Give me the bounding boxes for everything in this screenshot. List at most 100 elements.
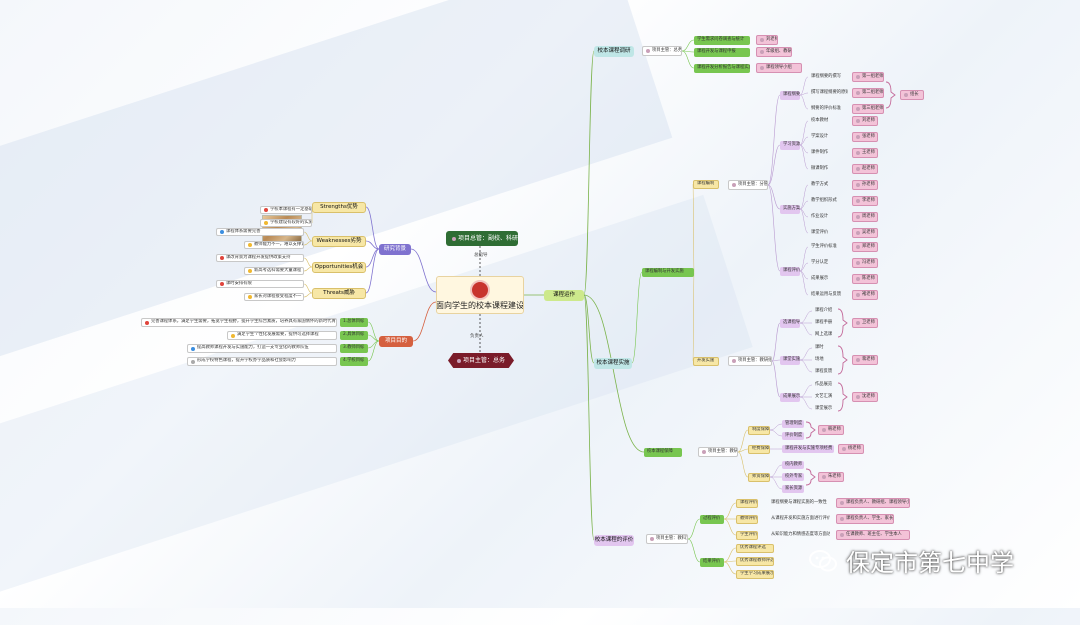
guarantee-item[interactable]: 家长资源: [782, 485, 804, 493]
bottom-manager-node[interactable]: 项目主管：总务: [448, 353, 514, 368]
section-compile-owner[interactable]: 项目主管：分管: [728, 180, 768, 190]
research-step-0[interactable]: 学生需求问卷调查与统计: [694, 36, 750, 45]
branch-implementation-node[interactable]: 校本课程实施: [594, 358, 632, 369]
right-root-node[interactable]: 课程运作: [544, 290, 584, 301]
research-background-node[interactable]: 研究背景: [379, 244, 411, 255]
process-eval-item[interactable]: 学生评价: [736, 531, 758, 540]
guarantee-item[interactable]: 课程开发与实施专项经费: [782, 445, 834, 453]
compile-person[interactable]: 张老师: [852, 132, 878, 142]
develop-item[interactable]: 课程介绍: [812, 307, 838, 315]
process-eval-desc[interactable]: 从知识能力和情感态度等方面进行评价: [768, 531, 830, 539]
develop-person[interactable]: 沈老师: [852, 392, 878, 402]
central-topic[interactable]: 面向学生的校本课程建设: [436, 276, 524, 314]
compile-person[interactable]: 孙老师: [852, 180, 878, 190]
compile-item[interactable]: 学生评价标准: [808, 243, 848, 251]
goal-detail[interactable]: 提高教师课程开发与实施能力，打造一支专业化的教师队伍: [187, 344, 337, 353]
compile-person[interactable]: 李老师: [852, 196, 878, 206]
swot-node-3[interactable]: Threats威胁: [312, 288, 366, 299]
process-eval-item[interactable]: 教师评价: [736, 515, 758, 524]
compile-person[interactable]: 第一组老师: [852, 72, 884, 82]
guarantee-person[interactable]: 朱老师: [818, 472, 844, 482]
develop-person[interactable]: 蒋老师: [852, 355, 878, 365]
compile-item[interactable]: 教学组织形式: [808, 197, 848, 205]
section-develop-node[interactable]: 开发实施: [693, 357, 719, 366]
swot-detail[interactable]: 新高考选科需要大量课程: [244, 267, 304, 275]
compile-group-0[interactable]: 课程纲要: [780, 91, 800, 100]
compile-item[interactable]: 课件制作: [808, 149, 848, 157]
compile-person[interactable]: 郑老师: [852, 242, 878, 252]
swot-detail[interactable]: 教师能力不一，难以支撑课程: [244, 241, 304, 249]
develop-item[interactable]: 课程反馈: [812, 368, 838, 376]
compile-item[interactable]: 结果运用与反馈: [808, 291, 848, 299]
swot-node-0[interactable]: Strengths优势: [312, 202, 366, 213]
compile-group-1[interactable]: 学习资源: [780, 141, 800, 150]
goal-tag-1[interactable]: 2.具体目标: [340, 331, 368, 340]
top-manager-node[interactable]: 项目总管：副校、科研: [446, 231, 518, 246]
develop-group-1[interactable]: 课堂实施: [780, 356, 800, 365]
result-eval-node[interactable]: 结果评价: [700, 558, 724, 567]
compile-person[interactable]: 周老师: [852, 212, 878, 222]
compile-person[interactable]: 冯老师: [852, 258, 878, 268]
compile-item[interactable]: 微课制作: [808, 165, 848, 173]
swot-detail[interactable]: 学校建设有较好的实施: [260, 219, 312, 227]
process-eval-desc[interactable]: 从课程开发和实施方面进行评价: [768, 515, 830, 523]
develop-item[interactable]: 课程手册: [812, 319, 838, 327]
branch-guarantee-owner[interactable]: 项目主管：教研组: [698, 447, 738, 457]
swot-detail[interactable]: 课时安排有限: [216, 280, 304, 288]
goal-tag-3[interactable]: 4.学校目标: [340, 357, 368, 366]
branch-research-node[interactable]: 校本课程调研: [594, 46, 634, 57]
result-eval-item[interactable]: 优秀课程教师评选: [736, 557, 774, 566]
process-eval-desc[interactable]: 课程纲要与课程实施的一致性: [768, 499, 830, 507]
compile-person[interactable]: 褚老师: [852, 290, 878, 300]
compile-person[interactable]: 赵老师: [852, 164, 878, 174]
compile-group-2[interactable]: 实施方案: [780, 205, 800, 214]
branch-guarantee-node[interactable]: 校本课程保障: [644, 448, 682, 457]
guarantee-item[interactable]: 校内教师: [782, 461, 804, 469]
develop-item[interactable]: 课堂展示: [812, 405, 838, 413]
research-step-1[interactable]: 课程开发与课程申报: [694, 48, 750, 57]
process-eval-people[interactable]: 任课教师、班主任、学生本人: [836, 530, 910, 540]
guarantee-section-2[interactable]: 师资保障: [748, 473, 770, 482]
swot-node-1[interactable]: Weaknesses劣势: [312, 236, 366, 247]
guarantee-item[interactable]: 校外专家: [782, 473, 804, 481]
develop-item[interactable]: 文艺汇演: [812, 393, 838, 401]
develop-group-0[interactable]: 选课指导: [780, 319, 800, 328]
research-person[interactable]: 课程领导小组: [756, 63, 802, 73]
guarantee-item[interactable]: 管理制度: [782, 420, 804, 428]
compile-person[interactable]: 刘老师: [852, 116, 878, 126]
research-step-2[interactable]: 课程开发分析报告与课程实施计划: [694, 64, 750, 73]
swot-detail[interactable]: 学校本课程有一定基础: [260, 206, 312, 214]
guarantee-person[interactable]: 韩老师: [818, 425, 844, 435]
guarantee-item[interactable]: 评价制度: [782, 432, 804, 440]
compile-person[interactable]: 第三组老师: [852, 104, 884, 114]
project-goal-node[interactable]: 项目目的: [379, 336, 413, 347]
compile-item[interactable]: 撰写课程纲要的原则: [808, 89, 848, 97]
goal-tag-2[interactable]: 3.教师目标: [340, 344, 368, 353]
process-eval-people[interactable]: 课程负责人、教研组、课程领导小组: [836, 498, 910, 508]
compile-item[interactable]: 纲要的评价标准: [808, 105, 848, 113]
group-lead-node[interactable]: 组长: [900, 90, 924, 100]
develop-item[interactable]: 场地: [812, 356, 838, 364]
develop-group-2[interactable]: 成果展示: [780, 393, 800, 402]
research-person[interactable]: 年级组、教研组: [756, 47, 792, 57]
compile-person[interactable]: 陈老师: [852, 274, 878, 284]
guarantee-person[interactable]: 杨老师: [838, 444, 864, 454]
guarantee-section-0[interactable]: 制度保障: [748, 426, 770, 435]
compile-item[interactable]: 成果展示: [808, 275, 848, 283]
swot-detail[interactable]: 家长对课程接受程度不一: [244, 293, 304, 301]
goal-detail[interactable]: 满足学生个性化发展需要，提供可选择课程: [227, 331, 337, 340]
compile-person[interactable]: 第二组老师: [852, 88, 884, 98]
branch-evaluation-node[interactable]: 校本课程的评价: [594, 535, 634, 546]
goal-detail[interactable]: 完善课程体系，满足学生需要，拓宽学生视野，提升学生综合素质，培养具有家国情怀的新…: [141, 318, 337, 327]
result-eval-item[interactable]: 优秀课程评选: [736, 544, 774, 553]
result-eval-item[interactable]: 学生学习成果展示: [736, 570, 774, 579]
compile-item[interactable]: 校本教材: [808, 117, 848, 125]
compile-group-3[interactable]: 课程评价: [780, 267, 800, 276]
section-develop-owner[interactable]: 项目主管：教研组: [728, 356, 772, 366]
compile-item[interactable]: 课堂评价: [808, 229, 848, 237]
swot-node-2[interactable]: Opportunities机会: [312, 262, 366, 273]
compile-item[interactable]: 教学方式: [808, 181, 848, 189]
compile-person[interactable]: 吴老师: [852, 228, 878, 238]
compile-item[interactable]: 课程纲要的撰写: [808, 73, 848, 81]
develop-item[interactable]: 作品展览: [812, 381, 838, 389]
